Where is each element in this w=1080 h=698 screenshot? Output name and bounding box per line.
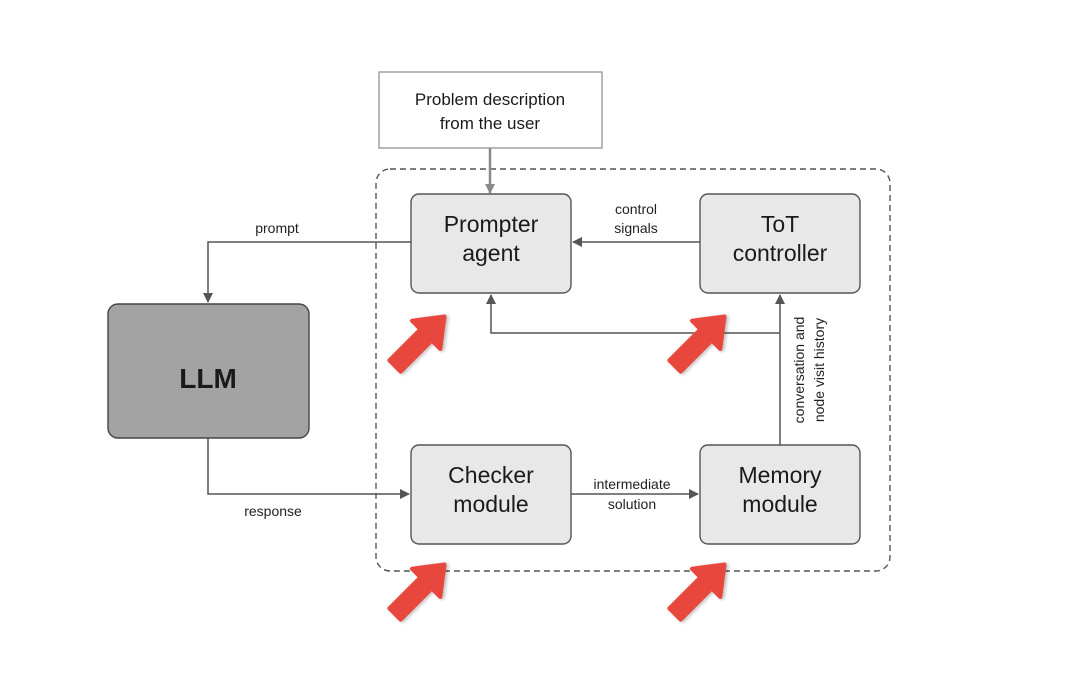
checker-module-line1: Checker xyxy=(448,462,534,488)
highlight-arrow-icon xyxy=(387,314,447,374)
prompter-agent-line2: agent xyxy=(462,240,520,266)
problem-description-box: Problem description from the user xyxy=(378,71,603,149)
memory-module-line2: module xyxy=(742,491,817,517)
prompter-agent-box: Prompter agent xyxy=(410,193,572,294)
memory-module-line1: Memory xyxy=(738,462,822,488)
problem-description-line2: from the user xyxy=(440,114,540,133)
response-label: response xyxy=(244,503,302,519)
intermediate-solution-line2: solution xyxy=(608,496,656,512)
intermediate-solution-line1: intermediate xyxy=(593,476,670,492)
prompt-label: prompt xyxy=(255,220,299,236)
highlight-arrow-icon xyxy=(387,562,447,622)
control-signals-line1: control xyxy=(615,201,657,217)
response-arrow xyxy=(207,438,410,499)
tot-controller-box: ToT controller xyxy=(699,193,861,294)
memory-to-prompter-arrow xyxy=(486,294,780,334)
highlight-arrow-icon xyxy=(667,562,727,622)
prompter-agent-line1: Prompter xyxy=(444,211,539,237)
memory-module-box: Memory module xyxy=(699,444,861,545)
checker-module-box: Checker module xyxy=(410,444,572,545)
system-boundary xyxy=(375,168,891,572)
control-signals-line2: signals xyxy=(614,220,658,236)
tot-controller-line2: controller xyxy=(733,240,828,266)
tot-controller-line1: ToT xyxy=(761,211,799,237)
llm-box: LLM xyxy=(107,303,310,439)
checker-module-line2: module xyxy=(453,491,528,517)
history-label-line2: node visit history xyxy=(811,318,827,422)
prompt-arrow xyxy=(203,241,411,303)
llm-label: LLM xyxy=(179,363,237,394)
history-label-line1: conversation and xyxy=(791,317,807,424)
highlight-arrow-icon xyxy=(667,314,727,374)
problem-description-line1: Problem description xyxy=(415,90,565,109)
